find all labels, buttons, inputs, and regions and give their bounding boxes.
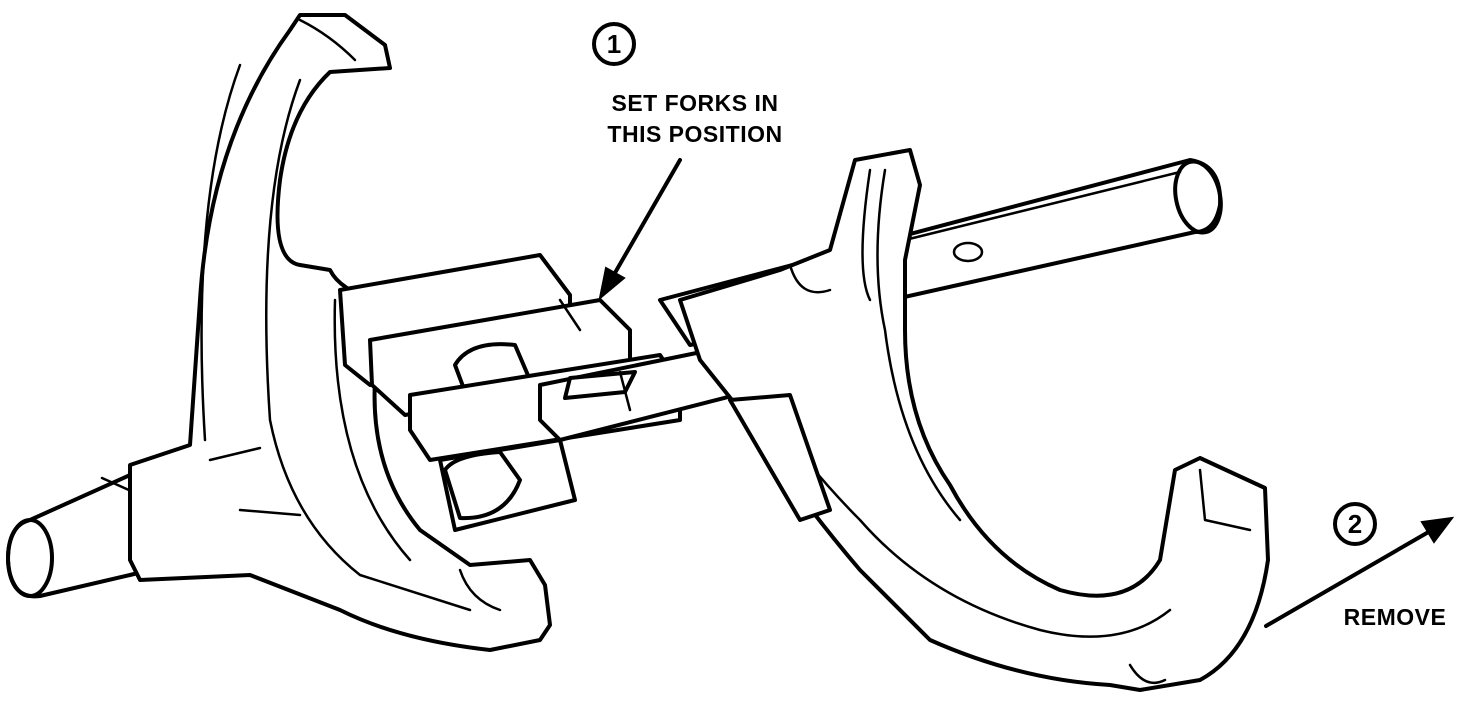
left-shift-fork (128, 13, 552, 652)
remove-direction-arrow (1264, 528, 1434, 628)
callout-2-label: REMOVE (1344, 604, 1447, 630)
right-shift-fork (678, 148, 1270, 692)
callout-1-number: 1 (607, 29, 621, 59)
callout-1-circle (592, 22, 636, 66)
callout-1: 1 SET FORKS IN THIS POSITION (592, 22, 782, 301)
callout-2: 2 REMOVE (1264, 502, 1455, 630)
callout-1-arrowhead (598, 266, 626, 301)
callout-2-circle (1333, 502, 1377, 546)
remove-arrowhead (1420, 516, 1455, 544)
callout-1-leader (610, 158, 682, 280)
callout-1-line1: SET FORKS IN (611, 90, 778, 116)
callout-2-number: 2 (1348, 509, 1362, 539)
callout-1-line2: THIS POSITION (607, 121, 782, 147)
interlock-blocks (338, 253, 777, 532)
